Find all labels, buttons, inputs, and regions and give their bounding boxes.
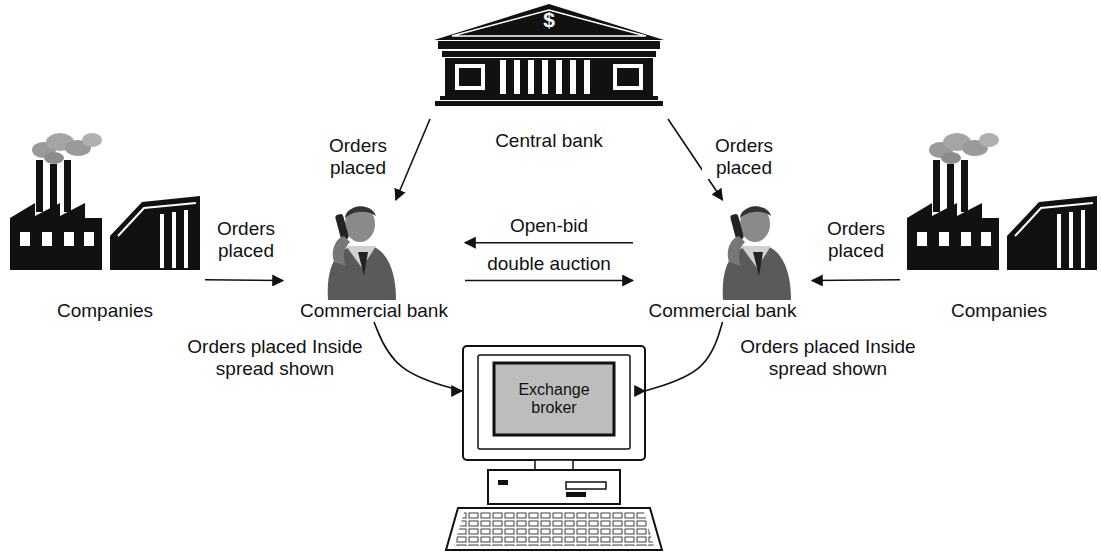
node-label: Companies [951,300,1047,322]
edge-label: double auction [485,253,613,275]
flow-arrow [396,119,430,200]
company-icon: Companies [5,130,205,322]
node-label: Commercial bank [300,300,448,322]
commercial-bank-icon: Commercial bank [283,200,465,322]
edge-label: Orders placed Inside spread shown [184,336,366,380]
edge-label: Orders placed [814,218,898,262]
node-label: Commercial bank [649,300,797,322]
flow-arrow [374,322,462,391]
node-label: Exchange broker [494,363,614,435]
flow-arrow [645,322,723,391]
company-icon: Companies [900,130,1098,322]
node-label: Central bank [495,130,603,152]
flow-arrow [465,280,633,282]
edge-label: Open-bid [508,215,590,237]
edge-label: Orders placed [316,135,400,179]
exchange-broker-computer: Exchange broker [462,345,645,460]
edge-label: Orders placed [204,218,288,262]
edge-label: Orders placed [702,135,786,179]
edge-label: Orders placed Inside spread shown [737,336,919,380]
currency-symbol: $ [543,8,555,32]
flow-arrow [205,279,283,281]
flow-arrow [812,279,900,281]
flow-arrow [465,242,633,244]
commercial-bank-icon: Commercial bank [633,200,812,322]
central-bank-icon: $ Central bank [430,2,668,152]
node-label: Companies [57,300,153,322]
